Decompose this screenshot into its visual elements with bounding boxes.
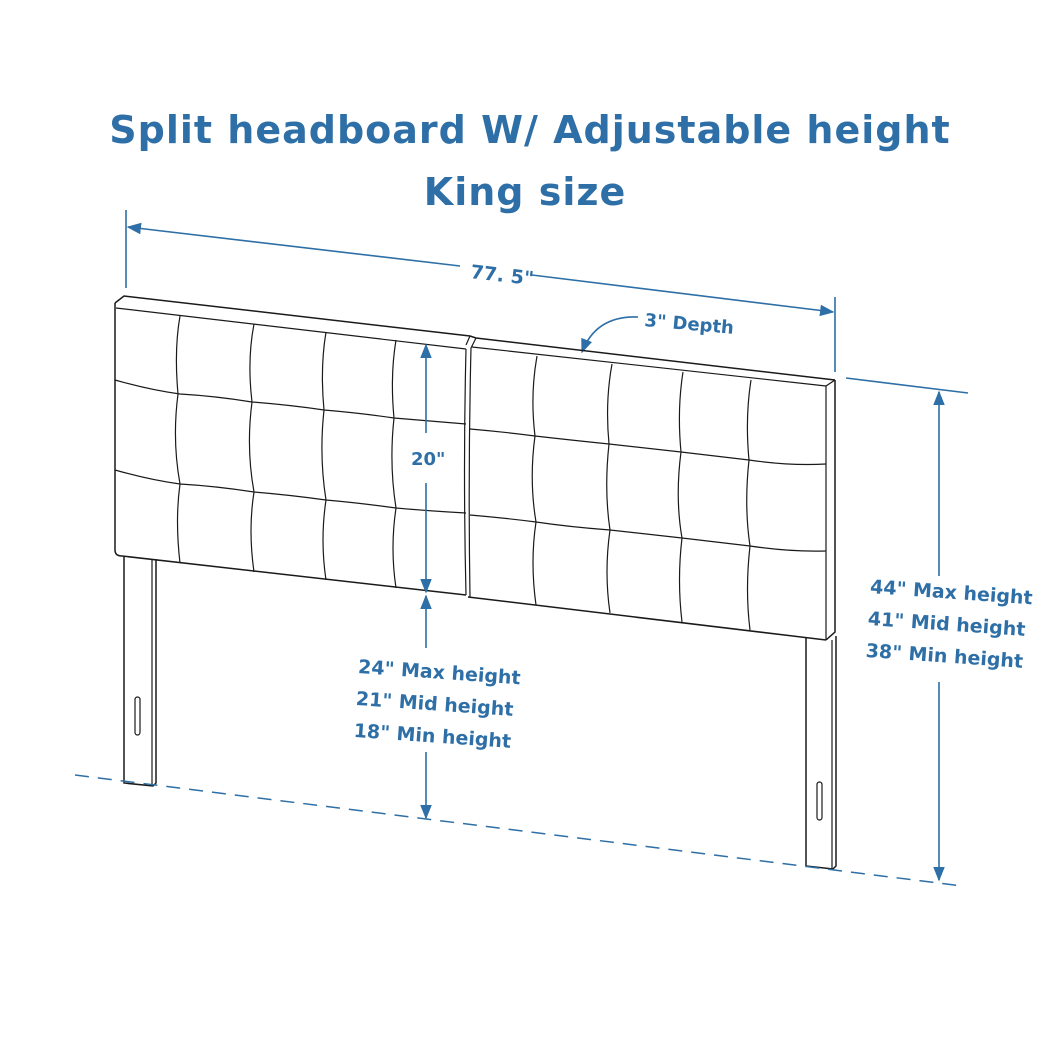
total-height-max: 44" Max height xyxy=(869,576,1033,609)
headboard xyxy=(114,295,836,641)
floor-line xyxy=(74,774,963,887)
panel-height-dimension: 20" xyxy=(411,343,445,594)
leg-height-mid: 21" Mid height xyxy=(355,688,514,721)
depth-label: 3" Depth xyxy=(644,310,735,339)
left-leg xyxy=(123,556,157,787)
right-leg xyxy=(805,636,837,870)
diagram-subtitle: King size xyxy=(423,170,627,214)
total-height-mid: 41" Mid height xyxy=(867,608,1026,641)
depth-dimension: 3" Depth xyxy=(581,310,735,354)
panel-height-label: 20" xyxy=(411,449,445,470)
left-leg-slot xyxy=(134,696,141,736)
right-leg-slot xyxy=(816,781,823,821)
leg-height-min: 18" Min height xyxy=(353,720,512,753)
leg-height-max: 24" Max height xyxy=(357,656,521,689)
width-label: 77. 5" xyxy=(469,261,534,290)
total-height-min: 38" Min height xyxy=(865,640,1024,673)
diagram-title: Split headboard W/ Adjustable height xyxy=(109,108,951,152)
leg-height-dimension: 24" Max height 21" Mid height 18" Min he… xyxy=(353,594,521,820)
total-height-dimension: 44" Max height 41" Mid height 38" Min he… xyxy=(845,377,1033,882)
